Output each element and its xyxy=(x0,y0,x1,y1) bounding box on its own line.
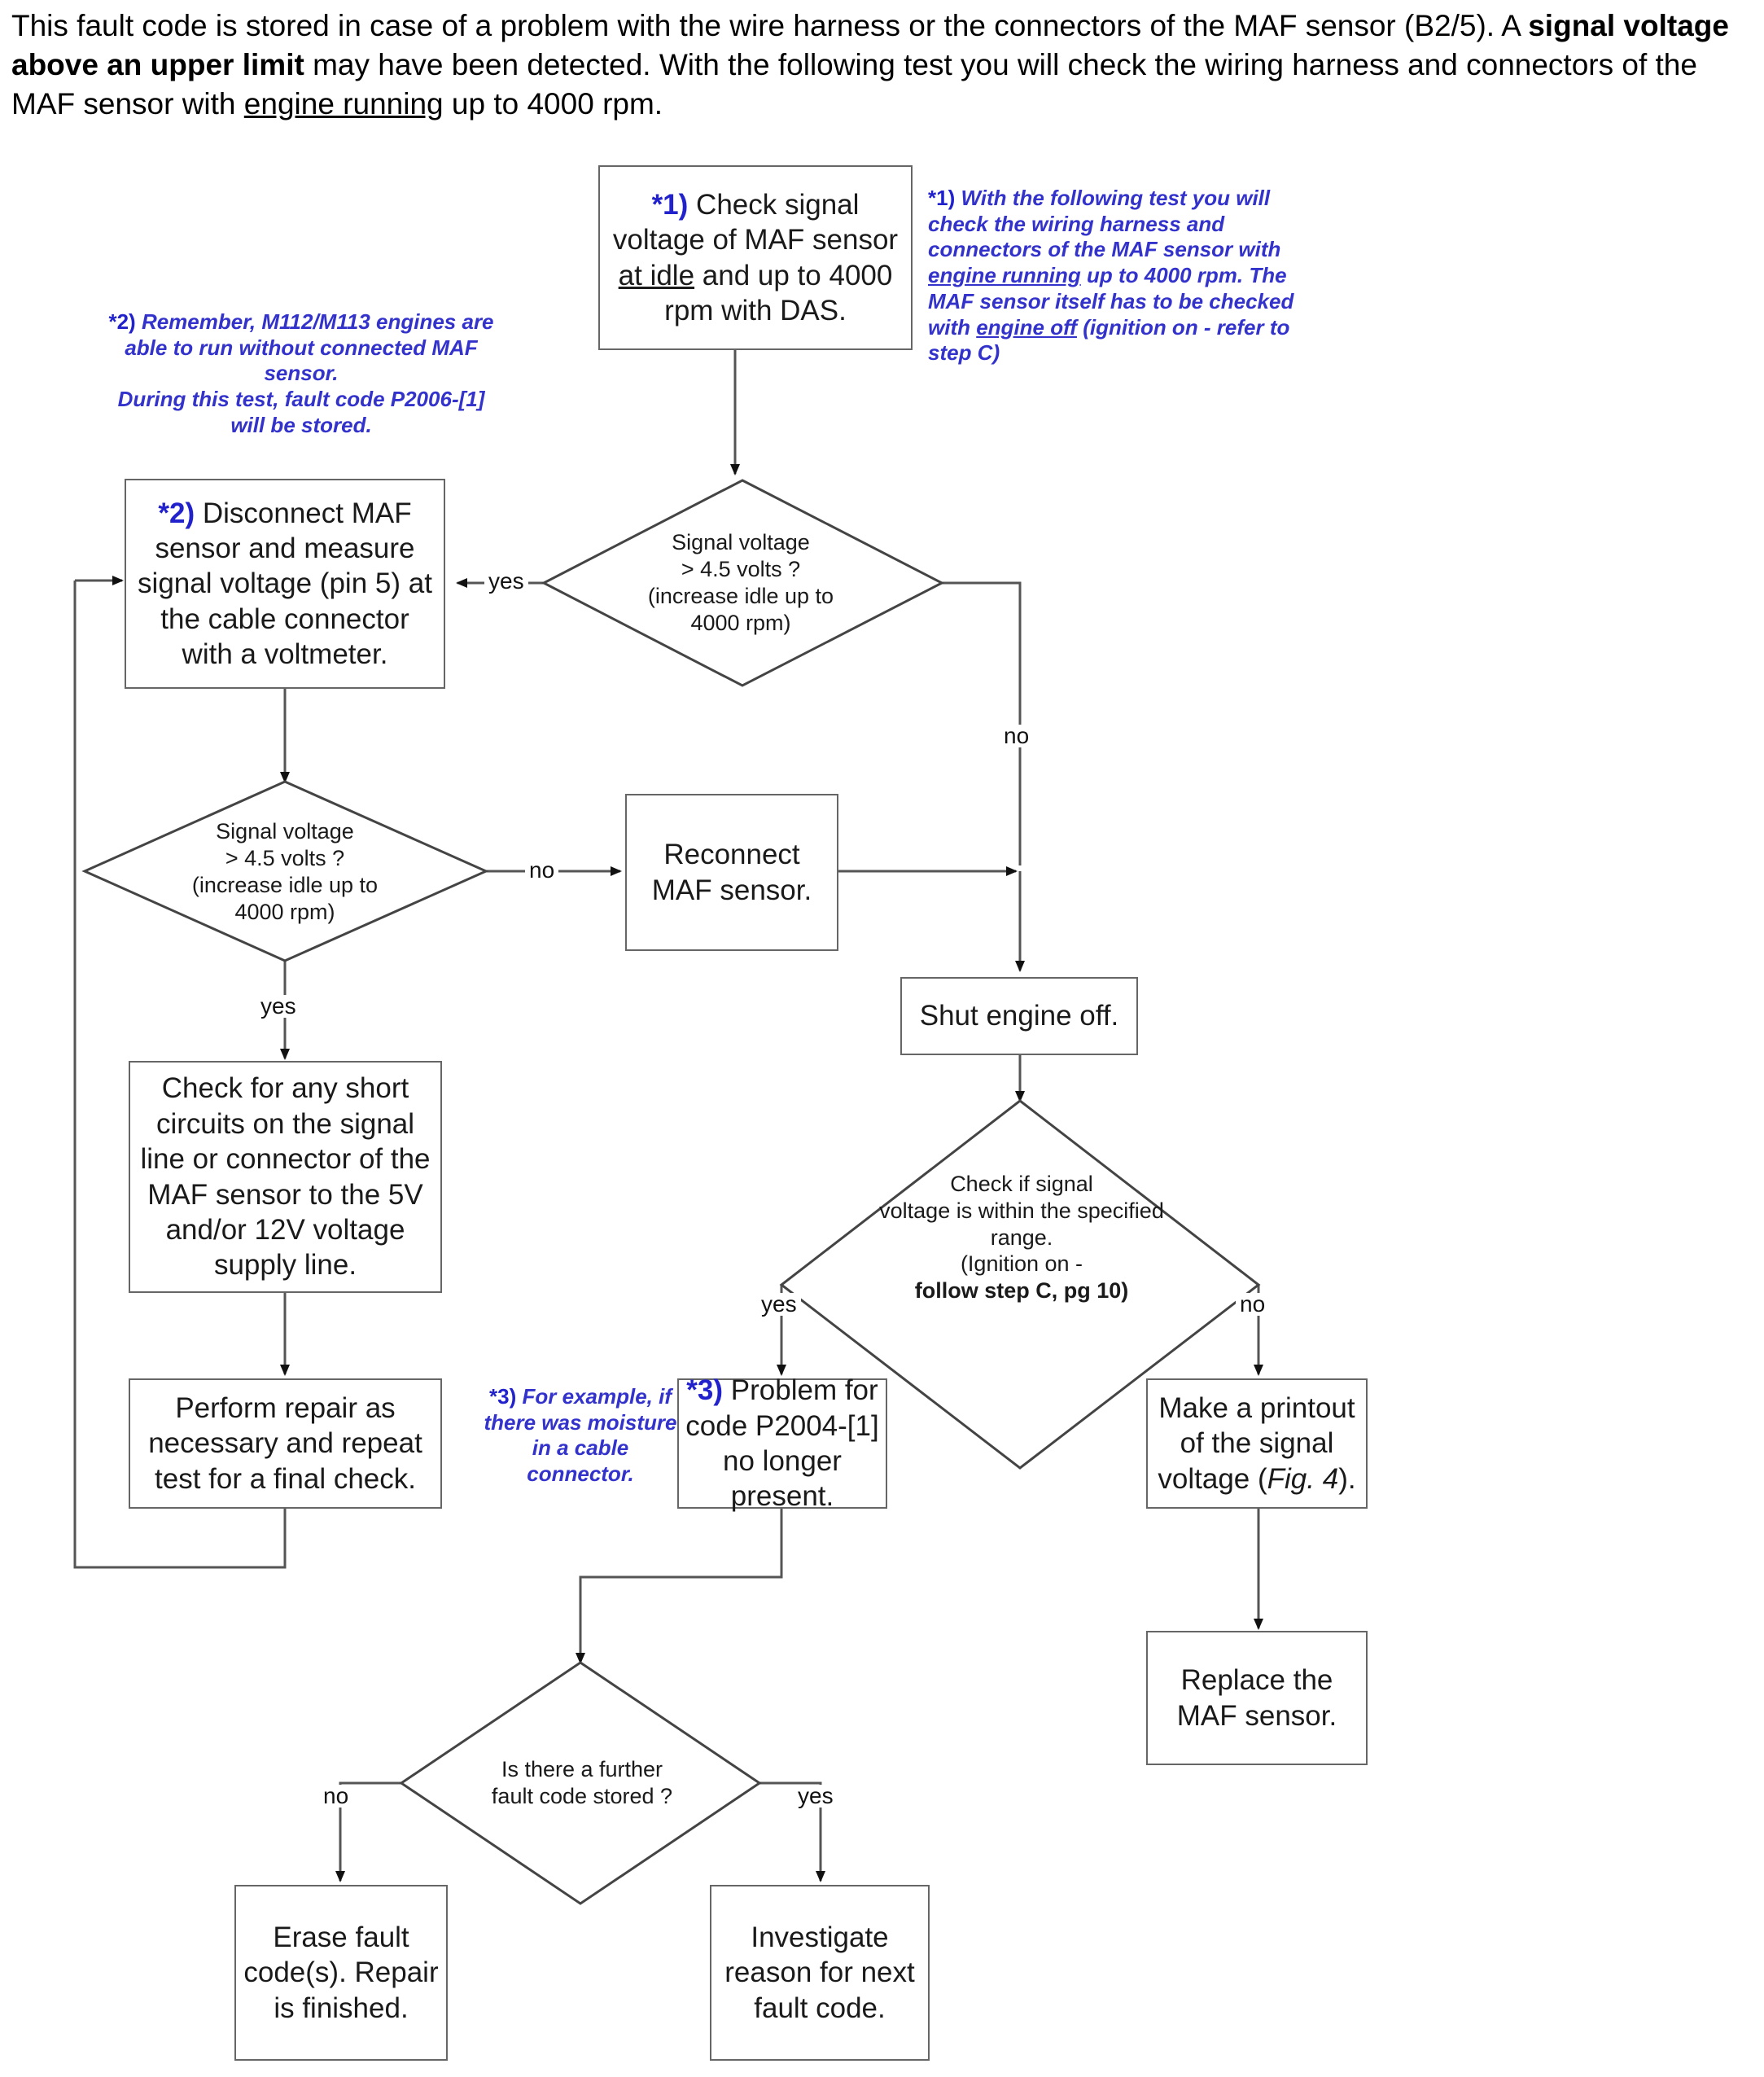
node-shut-engine-off[interactable]: Shut engine off. xyxy=(900,977,1138,1055)
edge-label-no-from-range: no xyxy=(1236,1293,1270,1316)
node-replace-maf-label: Replace the MAF sensor. xyxy=(1176,1664,1337,1732)
edge-label-no-from-decision1: no xyxy=(1000,725,1034,747)
node-disconnect-maf[interactable]: *2) Disconnect MAF sensor and measure si… xyxy=(125,479,445,689)
decision2-line-3: (increase idle up to xyxy=(191,873,379,897)
node-check-signal-voltage-label: *1) Check signal voltage of MAF sensor a… xyxy=(600,187,911,329)
footnote-marker-2: *2) xyxy=(158,497,195,529)
node-decision-within-range-label: Check if signal voltage is within the sp… xyxy=(879,1171,1164,1305)
footnote-note-3: *3) For example, if there was moisture i… xyxy=(482,1384,679,1488)
note1-text-2: up to 4000 rpm. The MAF sensor itself ha… xyxy=(928,263,1294,340)
node-investigate-reason[interactable]: Investigate reason for next fault code. xyxy=(710,1885,930,2061)
edge-label-yes-from-range: yes xyxy=(757,1293,801,1316)
node-problem-text: Problem for code P2004-[1] no longer pre… xyxy=(685,1374,879,1513)
decision1-line-2: > 4.5 volts ? xyxy=(681,557,801,582)
node-make-printout[interactable]: Make a printout of the signal voltage (F… xyxy=(1146,1378,1368,1509)
printout-fig-ref: Fig. 4 xyxy=(1267,1462,1339,1495)
node-perform-repair-label: Perform repair as necessary and repeat t… xyxy=(148,1391,422,1495)
decision2-line-4: 4000 rpm) xyxy=(234,899,335,924)
node-decision-within-range[interactable]: Check if signal voltage is within the sp… xyxy=(814,1160,1229,1315)
footnote-marker-2-note: *2) xyxy=(108,309,136,334)
footnote-marker-3-note: *3) xyxy=(489,1384,517,1409)
intro-text-1: This fault code is stored in case of a p… xyxy=(11,9,1529,42)
decision1-line-3: (increase idle up to xyxy=(647,584,834,608)
footnote-note-2: *2) Remember, M112/M113 engines are able… xyxy=(102,309,501,439)
node-investigate-reason-label: Investigate reason for next fault code. xyxy=(724,1921,915,2024)
node-decision-further-fault-label: Is there a further fault code stored ? xyxy=(492,1756,672,1810)
footnote-marker-1: *1) xyxy=(651,188,689,221)
node-problem-no-longer[interactable]: *3) Problem for code P2004-[1] no longer… xyxy=(677,1374,887,1512)
intro-paragraph: This fault code is stored in case of a p… xyxy=(11,7,1745,124)
intro-text-3: up to 4000 rpm. xyxy=(443,87,663,121)
node-check-signal-voltage[interactable]: *1) Check signal voltage of MAF sensor a… xyxy=(598,165,913,350)
further-line-1: Is there a further xyxy=(501,1757,663,1782)
intro-underline-engine-running: engine running xyxy=(243,87,444,121)
note2-text-2: During this test, fault code P2006-[1] w… xyxy=(117,387,485,437)
edge-label-no-to-reconnect: no xyxy=(525,859,559,882)
edge-label-yes-further-fault: yes xyxy=(794,1785,838,1808)
range-line-2: voltage is within the specified xyxy=(879,1198,1164,1223)
decision2-line-1: Signal voltage xyxy=(216,819,354,844)
node-reconnect-maf-label: Reconnect MAF sensor. xyxy=(651,839,812,906)
footnote-note-1: *1) With the following test you will che… xyxy=(928,186,1311,366)
printout-text-b: ). xyxy=(1338,1462,1356,1495)
range-line-1: Check if signal xyxy=(950,1171,1093,1196)
node-text-b: and up to 4000 rpm with DAS. xyxy=(664,259,893,326)
node-underline-at-idle: at idle xyxy=(618,259,695,291)
node-make-printout-label: Make a printout of the signal voltage (F… xyxy=(1148,1391,1366,1496)
node-decision-further-fault[interactable]: Is there a further fault code stored ? xyxy=(423,1742,741,1824)
note2-text-1: Remember, M112/M113 engines are able to … xyxy=(125,309,494,386)
node-disconnect-maf-label: *2) Disconnect MAF sensor and measure si… xyxy=(126,496,444,673)
node-decision-voltage-1[interactable]: Signal voltage > 4.5 volts ? (increase i… xyxy=(570,513,912,653)
node-problem-no-longer-label: *3) Problem for code P2004-[1] no longer… xyxy=(679,1373,886,1514)
note1-text-1: With the following test you will check t… xyxy=(928,186,1281,262)
node-check-short-circuits-label: Check for any short circuits on the sign… xyxy=(140,1072,431,1282)
note1-text-3: (ignition on - refer to step C) xyxy=(928,314,1290,366)
note1-underline-engine-running: engine running xyxy=(928,263,1081,288)
node-check-short-circuits[interactable]: Check for any short circuits on the sign… xyxy=(129,1061,442,1293)
edge-label-no-further-fault: no xyxy=(319,1785,353,1808)
decision1-line-1: Signal voltage xyxy=(672,530,810,555)
intro-text-2: may have been detected. With the followi… xyxy=(11,48,1697,121)
range-line-3: range. xyxy=(990,1225,1053,1250)
footnote-marker-1-note: *1) xyxy=(928,186,956,210)
decision1-line-4: 4000 rpm) xyxy=(690,610,791,635)
node-decision-voltage-1-label: Signal voltage > 4.5 volts ? (increase i… xyxy=(648,529,834,637)
range-line-5: follow step C, pg 10) xyxy=(914,1278,1129,1304)
further-line-2: fault code stored ? xyxy=(491,1784,673,1808)
node-replace-maf[interactable]: Replace the MAF sensor. xyxy=(1146,1631,1368,1765)
edge-label-yes-from-decision2: yes xyxy=(256,995,300,1018)
node-shut-engine-off-label: Shut engine off. xyxy=(919,1000,1119,1032)
range-line-4: (Ignition on - xyxy=(960,1251,1083,1277)
edge-label-yes-to-disconnect: yes xyxy=(484,570,528,593)
printout-text-a: Make a printout of the signal voltage ( xyxy=(1158,1391,1355,1495)
footnote-marker-3: *3) xyxy=(686,1374,724,1407)
node-decision-voltage-2[interactable]: Signal voltage > 4.5 volts ? (increase i… xyxy=(114,802,456,942)
node-disconnect-text: Disconnect MAF sensor and measure signal… xyxy=(138,497,432,671)
node-reconnect-maf[interactable]: Reconnect MAF sensor. xyxy=(625,794,838,951)
note3-text-1: For example, if there was moisture in a … xyxy=(484,1384,677,1487)
node-decision-voltage-2-label: Signal voltage > 4.5 volts ? (increase i… xyxy=(192,818,378,926)
note1-underline-engine-off: engine off xyxy=(976,314,1077,340)
intro-bold-emphasis: signal voltage above an upper limit xyxy=(11,9,1729,82)
node-text-a: Check signal voltage of MAF sensor xyxy=(612,188,899,256)
node-perform-repair[interactable]: Perform repair as necessary and repeat t… xyxy=(129,1378,442,1509)
decision2-line-2: > 4.5 volts ? xyxy=(225,846,345,871)
node-erase-fault-codes[interactable]: Erase fault code(s). Repair is finished. xyxy=(234,1885,448,2061)
node-erase-fault-codes-label: Erase fault code(s). Repair is finished. xyxy=(243,1921,439,2024)
